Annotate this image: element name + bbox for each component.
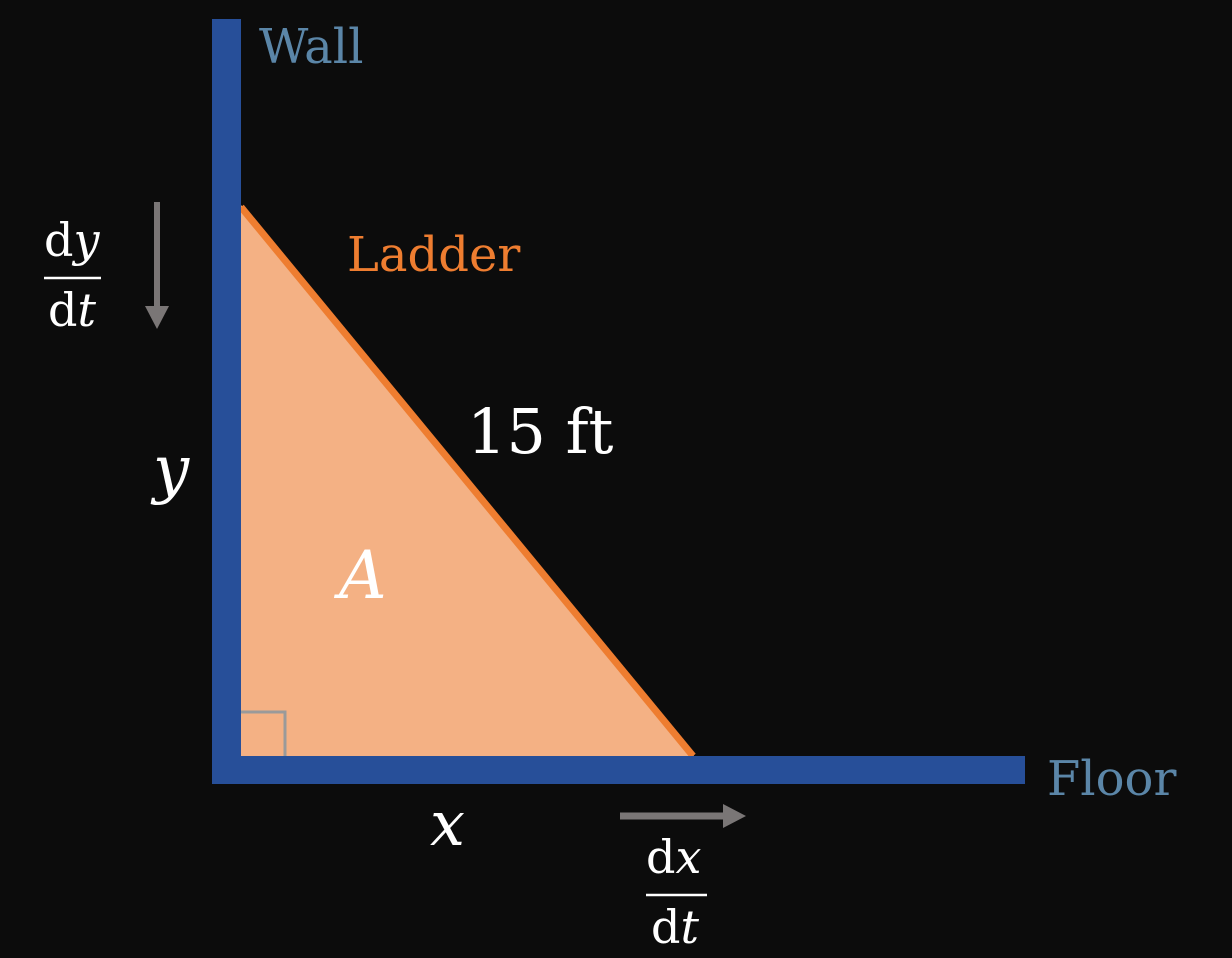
ladder-label: Ladder <box>347 227 520 283</box>
dx-dt-numerator: dx <box>646 830 701 884</box>
wall <box>212 19 241 784</box>
dy-dt-denominator: dt <box>48 283 96 337</box>
floor <box>212 756 1025 784</box>
dx-dt-denominator: dt <box>651 900 699 954</box>
y-label: y <box>150 433 190 507</box>
dy-dt-arrow-head <box>145 306 169 329</box>
ladder-line <box>238 204 696 759</box>
area-label: A <box>333 537 387 614</box>
dy-dt-numerator: dy <box>44 213 100 267</box>
length-label: 15 ft <box>467 395 614 468</box>
wall-label: Wall <box>259 19 363 75</box>
x-label: x <box>430 787 465 860</box>
floor-label: Floor <box>1047 751 1176 807</box>
right-angle-marker <box>241 710 287 756</box>
dx-dt-arrow-head <box>723 804 746 828</box>
